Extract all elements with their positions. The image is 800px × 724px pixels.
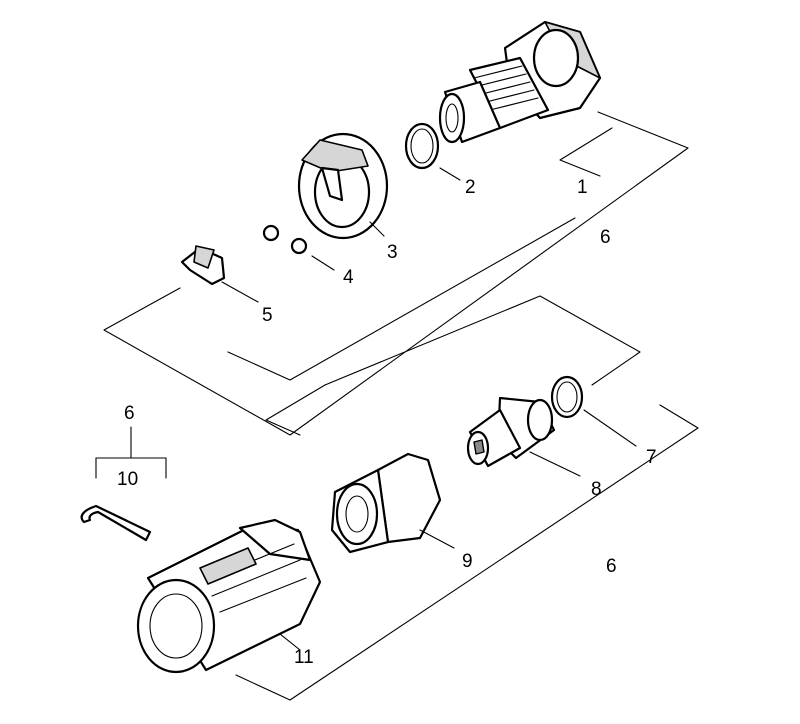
- part-7-o-ring: [550, 375, 584, 419]
- callout-8: 8: [591, 479, 602, 500]
- callout-6-left: 6: [124, 403, 135, 424]
- callout-4: 4: [343, 267, 354, 288]
- part-2-o-ring: [404, 122, 440, 170]
- part-10-hex-key: [80, 504, 152, 542]
- leader-lines: [221, 127, 637, 651]
- callout-2: 2: [465, 177, 476, 198]
- part-8-valve-insert: [466, 396, 556, 468]
- part-3-clamp-ring: [297, 132, 389, 240]
- callout-3: 3: [387, 242, 398, 263]
- part-9-hex-sleeve: [330, 452, 442, 554]
- callout-6-upper: 6: [600, 227, 611, 248]
- part-1-connector-fitting: [438, 20, 602, 144]
- callout-6-lower: 6: [606, 556, 617, 577]
- callout-labels: 1 2 3 4 5 6 6 7 8 9 6 10 11: [117, 177, 657, 668]
- set-bracket-left: [95, 426, 167, 479]
- callout-10: 10: [117, 469, 138, 490]
- part-5-clip: [180, 245, 226, 286]
- upper-assembly-bracket: [103, 111, 689, 436]
- callout-9: 9: [462, 551, 473, 572]
- callout-11: 11: [294, 647, 314, 668]
- callout-5: 5: [262, 305, 273, 326]
- part-11-knurled-sleeve: [136, 518, 322, 674]
- lower-assembly-bracket: [235, 295, 699, 701]
- callout-7: 7: [646, 447, 657, 468]
- part-4-balls: [262, 224, 308, 255]
- callout-1: 1: [577, 177, 588, 198]
